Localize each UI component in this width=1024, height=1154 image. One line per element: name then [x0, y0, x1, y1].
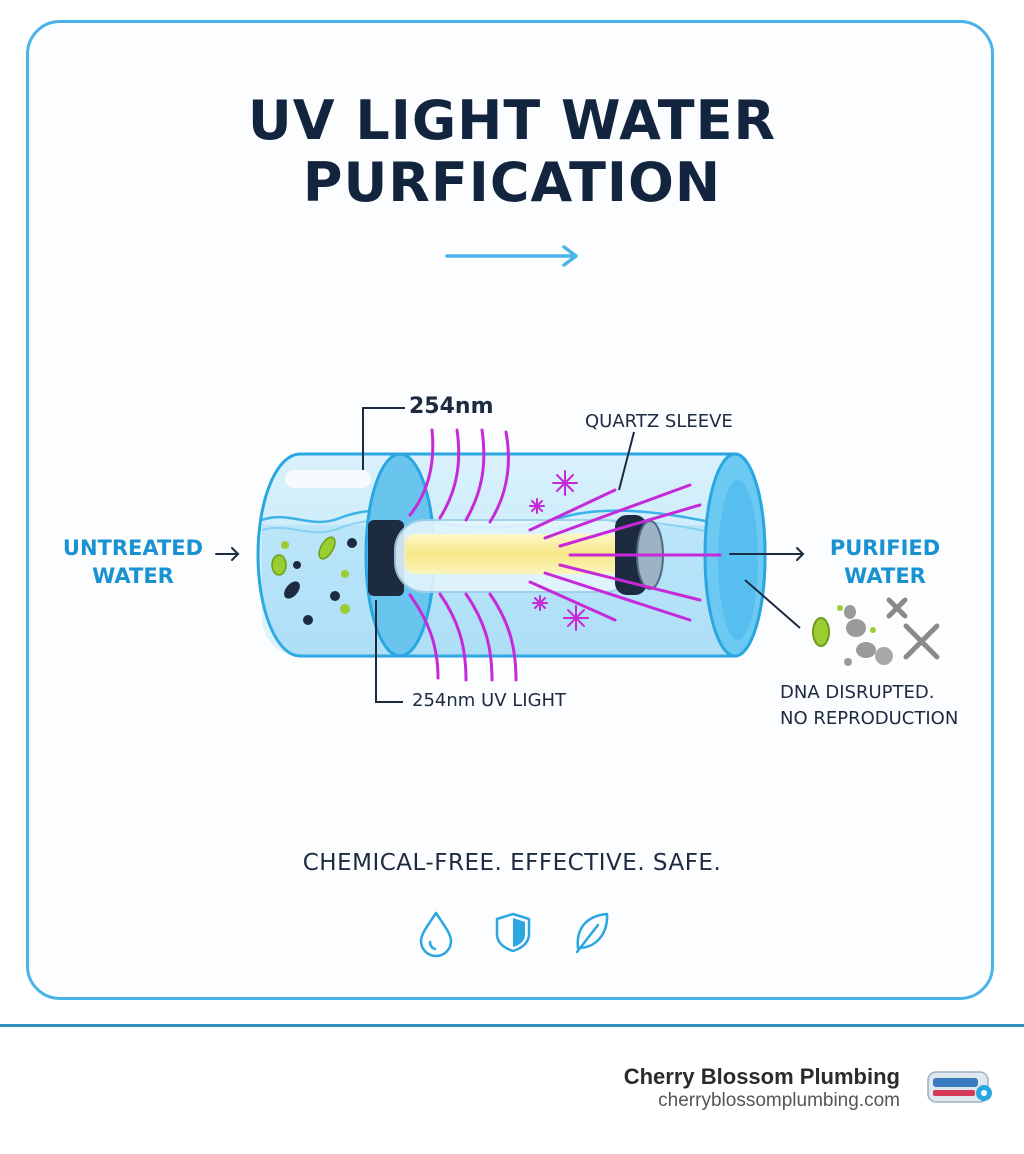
leaf-icon — [575, 912, 609, 954]
flow-arrow-icon — [445, 245, 578, 267]
purified-line-1: PURIFIED — [829, 536, 941, 560]
purified-water-label: PURIFIED WATER — [812, 534, 958, 590]
title-line-1: UV LIGHT WATER — [247, 89, 777, 152]
untreated-microbes — [271, 536, 357, 625]
quartz-sleeve-label: QUARTZ SLEEVE — [585, 411, 733, 432]
tagline: CHEMICAL-FREE. EFFECTIVE. SAFE. — [302, 850, 722, 876]
water-drop-icon — [419, 911, 453, 958]
wavelength-label: 254nm — [409, 394, 494, 419]
untreated-water-label: UNTREATED WATER — [60, 534, 206, 590]
result-label: DNA DISRUPTED. NO REPRODUCTION — [780, 680, 958, 732]
brand-name: Cherry Blossom Plumbing — [623, 1064, 900, 1089]
result-line-1: DNA DISRUPTED. — [780, 682, 935, 703]
brand-url[interactable]: cherryblossomplumbing.com — [658, 1090, 900, 1111]
untreated-line-1: UNTREATED — [62, 536, 204, 560]
result-line-2: NO REPRODUCTION — [780, 708, 959, 729]
shield-icon — [495, 912, 531, 953]
uv-sparkles — [529, 470, 589, 631]
callout-lines — [362, 407, 801, 703]
title-line-2: PURFICATION — [302, 151, 722, 214]
footer-divider — [0, 1024, 1024, 1027]
uv-light-label: 254nm UV LIGHT — [412, 690, 567, 711]
outflow-arrow-icon — [729, 547, 805, 561]
purified-line-2: WATER — [844, 564, 926, 588]
uv-rays — [408, 428, 722, 682]
inflow-arrow-icon — [215, 547, 240, 561]
brand-logo — [927, 1071, 992, 1103]
disrupted-microbes — [812, 597, 940, 666]
untreated-line-2: WATER — [92, 564, 174, 588]
